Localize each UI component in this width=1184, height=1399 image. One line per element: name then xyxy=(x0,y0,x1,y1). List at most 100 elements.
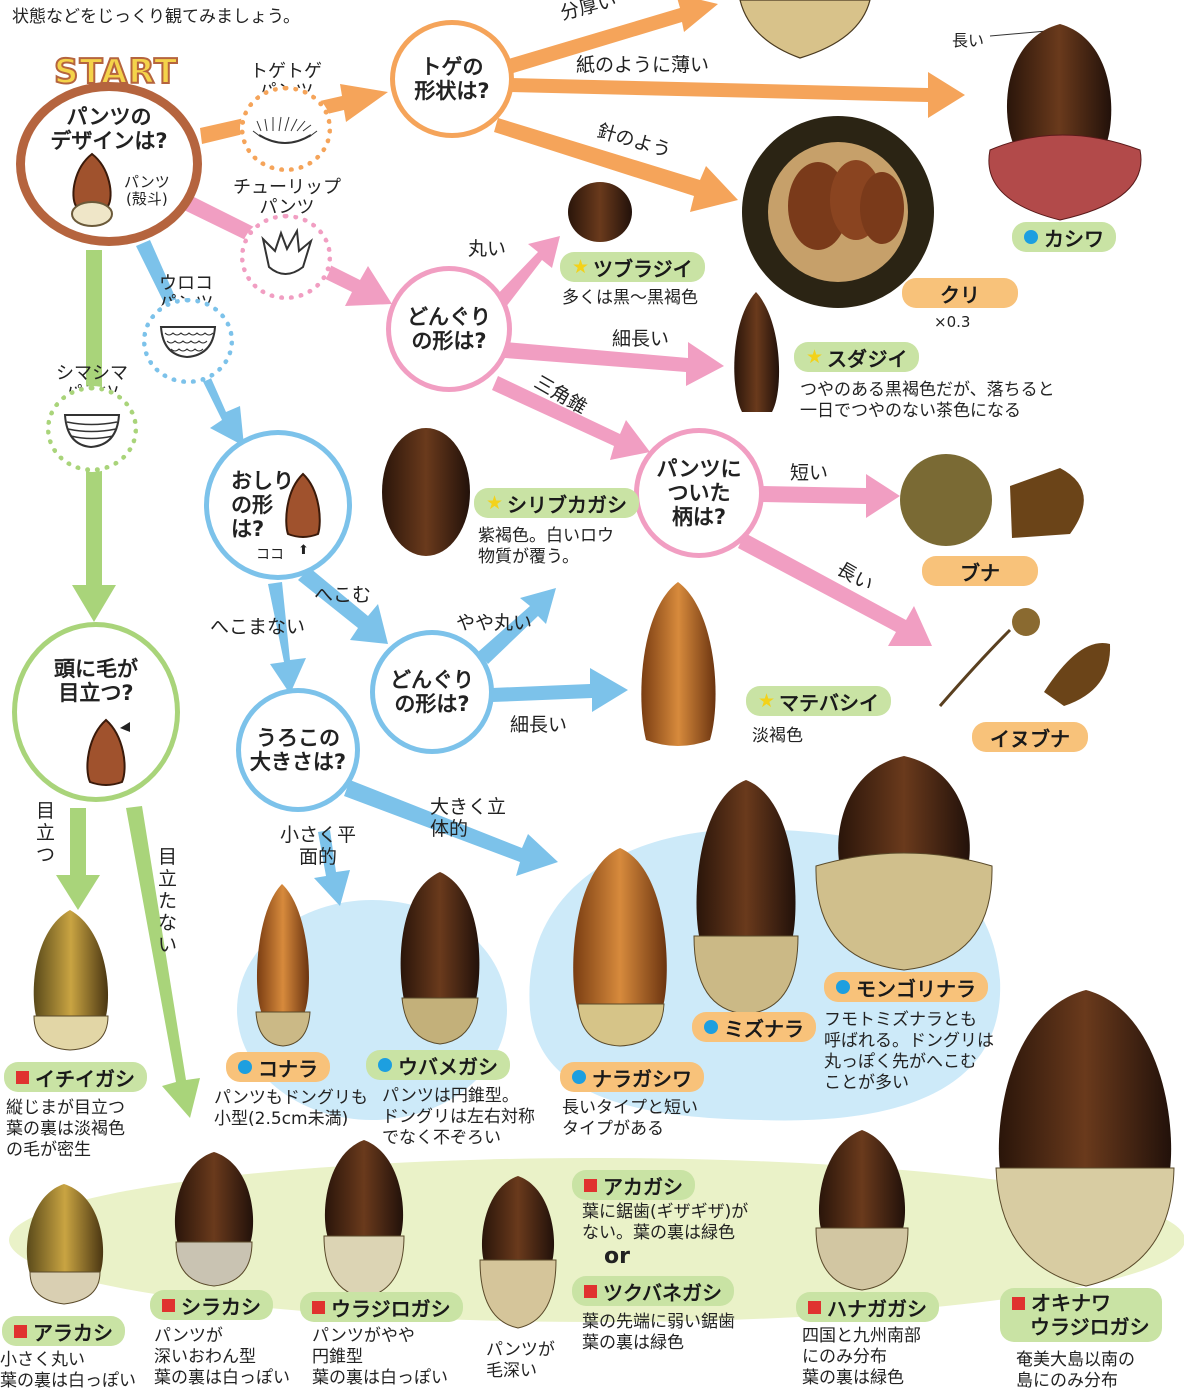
hairy-desc-1: パンツが xyxy=(486,1340,555,1361)
ubamegashi-acorn xyxy=(401,872,480,1044)
urajirogashi-desc-1: パンツがやや xyxy=(312,1326,448,1347)
square-icon xyxy=(162,1299,175,1312)
species-kuri: クリ xyxy=(902,278,1018,308)
matebashii-desc: 淡褐色 xyxy=(752,726,803,747)
species-buna: ブナ xyxy=(922,556,1038,586)
urajirogashi-acorn xyxy=(324,1140,404,1298)
species-inubuna: イヌブナ xyxy=(972,722,1088,752)
akagashi-desc: 葉に鋸歯(ギザギザ)が ない。葉の裏は緑色 xyxy=(582,1202,748,1244)
mongorinara-acorn xyxy=(816,756,992,970)
ubamegashi-desc: パンツは円錐型。 ドングリは左右対称 でなく不ぞろい xyxy=(382,1086,535,1149)
buna-nuts xyxy=(900,454,1084,546)
tsukubanegashi-name: ツクバネガシ xyxy=(603,1277,722,1306)
round-dot-icon xyxy=(572,1070,586,1084)
square-icon xyxy=(14,1325,27,1338)
arakashi-desc-1: 小さく丸い xyxy=(0,1350,136,1371)
ichiigashi-desc-1: 縦じまが目立つ xyxy=(6,1098,125,1119)
hairy-pants-acorn xyxy=(480,1176,556,1328)
sudajii-desc: つやのある黒褐色だが、落ちると 一日でつやのない茶色になる xyxy=(800,380,1055,422)
round-dot-icon xyxy=(378,1058,392,1072)
sudajii-desc-2: 一日でつやのない茶色になる xyxy=(800,401,1055,422)
hanagagashi-desc-1: 四国と九州南部 xyxy=(802,1326,921,1347)
okinawa-desc-2: 島にのみ分布 xyxy=(1016,1371,1135,1392)
kuri-scale-note: ×0.3 xyxy=(934,312,970,333)
species-mongorinara: モンゴリナラ xyxy=(824,972,988,1002)
square-icon xyxy=(16,1071,29,1084)
shiribukagashi-desc-2: 物質が覆う。 xyxy=(478,547,614,568)
ichiigashi-acorn xyxy=(34,910,108,1050)
species-tsukubanegashi: ツクバネガシ xyxy=(572,1276,734,1306)
square-icon xyxy=(312,1301,325,1314)
naragashiwa-name: ナラガシワ xyxy=(592,1063,692,1092)
hairy-pants-desc: パンツが 毛深い xyxy=(486,1340,555,1382)
species-shiribukagashi: ★シリブカガシ xyxy=(474,488,639,518)
mongorinara-desc-4: ことが多い xyxy=(824,1073,994,1094)
arakashi-desc: 小さく丸い 葉の裏は白っぽい xyxy=(0,1350,136,1392)
sudajii-name: スダジイ xyxy=(827,343,907,372)
konara-desc-1: パンツもドングリも xyxy=(214,1088,368,1109)
shiribukagashi-name: シリブカガシ xyxy=(507,489,627,518)
matebashii-name: マテバシイ xyxy=(779,687,879,716)
kashiwa-acorn xyxy=(989,24,1141,220)
konara-desc-2: 小型(2.5cm未満) xyxy=(214,1109,368,1130)
ichiigashi-name: イチイガシ xyxy=(35,1063,135,1092)
mongorinara-desc-1: フモトミズナラとも xyxy=(824,1010,994,1031)
urajirogashi-name: ウラジロガシ xyxy=(331,1293,451,1322)
shiribukagashi-desc: 紫褐色。白いロウ 物質が覆う。 xyxy=(478,526,614,568)
mizunara-acorn xyxy=(694,780,798,1014)
sudajii-acorn xyxy=(734,292,779,412)
shirakashi-desc-1: パンツが xyxy=(154,1326,290,1347)
round-dot-icon xyxy=(704,1020,718,1034)
shiribukagashi-desc-1: 紫褐色。白いロウ xyxy=(478,526,614,547)
mongorinara-desc-3: 丸っぽく先がへこむ xyxy=(824,1052,994,1073)
naragashiwa-desc-1: 長いタイプと短い xyxy=(562,1098,698,1119)
urajirogashi-desc-3: 葉の裏は白っぽい xyxy=(312,1368,448,1389)
akagashi-desc-2: ない。葉の裏は緑色 xyxy=(582,1223,748,1244)
urajirogashi-desc: パンツがやや 円錐型 葉の裏は白っぽい xyxy=(312,1326,448,1389)
urajirogashi-desc-2: 円錐型 xyxy=(312,1347,448,1368)
arakashi-desc-2: 葉の裏は白っぽい xyxy=(0,1371,136,1392)
square-icon xyxy=(808,1301,821,1314)
kashiwa-name: カシワ xyxy=(1044,223,1104,252)
ubamegashi-desc-2: ドングリは左右対称 xyxy=(382,1107,535,1128)
kuri-chestnut xyxy=(742,116,934,308)
naragashiwa-desc-2: タイプがある xyxy=(562,1119,698,1140)
ichiigashi-desc-3: の毛が密生 xyxy=(6,1140,125,1161)
hairy-desc-2: 毛深い xyxy=(486,1361,555,1382)
tsukubanegashi-desc: 葉の先端に弱い鋸歯 葉の裏は緑色 xyxy=(582,1312,735,1354)
ichiigashi-desc-2: 葉の裏は淡褐色 xyxy=(6,1119,125,1140)
kashiwa-cup-top xyxy=(740,0,870,58)
ichiigashi-desc: 縦じまが目立つ 葉の裏は淡褐色 の毛が密生 xyxy=(6,1098,125,1161)
shiribukagashi-acorn xyxy=(382,428,470,556)
species-mizunara: ミズナラ xyxy=(692,1012,816,1042)
shirakashi-acorn xyxy=(175,1152,253,1286)
matebashii-acorn xyxy=(641,582,715,746)
hanagagashi-name: ハナガガシ xyxy=(827,1293,927,1322)
naragashiwa-acorn xyxy=(573,848,667,1046)
species-shirakashi: シラカシ xyxy=(150,1290,273,1320)
mongorinara-desc-2: 呼ばれる。ドングリは xyxy=(824,1031,994,1052)
species-ichiigashi: イチイガシ xyxy=(4,1062,147,1092)
buna-name: ブナ xyxy=(960,557,1000,586)
konara-desc: パンツもドングリも 小型(2.5cm未満) xyxy=(214,1088,368,1130)
shirakashi-desc-2: 深いおわん型 xyxy=(154,1347,290,1368)
akagashi-desc-1: 葉に鋸歯(ギザギザ)が xyxy=(582,1202,748,1223)
star-icon: ★ xyxy=(486,492,503,514)
sudajii-desc-1: つやのある黒褐色だが、落ちると xyxy=(800,380,1055,401)
species-urajirogashi: ウラジロガシ xyxy=(300,1292,463,1322)
species-tsuburajii: ★ツブラジイ xyxy=(560,252,705,282)
okinawa-desc-1: 奄美大島以南の xyxy=(1016,1350,1135,1371)
tsukubanegashi-desc-2: 葉の裏は緑色 xyxy=(582,1333,735,1354)
round-dot-icon xyxy=(238,1060,252,1074)
or-text: or xyxy=(604,1244,630,1269)
kuri-name: クリ xyxy=(940,279,980,308)
tsuburajii-desc: 多くは黒〜黒褐色 xyxy=(562,288,698,309)
inubuna-nuts xyxy=(940,608,1110,706)
okinawa-desc: 奄美大島以南の 島にのみ分布 xyxy=(1016,1350,1135,1392)
mizunara-name: ミズナラ xyxy=(724,1013,804,1042)
okinawa-name-2: ウラジロガシ xyxy=(1012,1315,1150,1339)
species-kashiwa: カシワ xyxy=(1012,222,1116,252)
hanagagashi-acorn xyxy=(816,1130,908,1290)
ubamegashi-desc-3: でなく不ぞろい xyxy=(382,1128,535,1149)
species-naragashiwa: ナラガシワ xyxy=(560,1062,704,1092)
